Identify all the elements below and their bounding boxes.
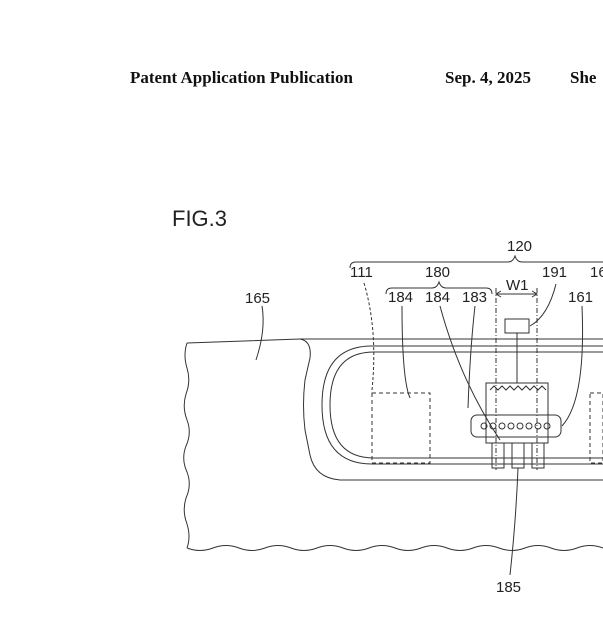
ref-184-b: 184	[425, 289, 450, 306]
leader-191	[529, 283, 557, 327]
ref-120: 120	[507, 238, 532, 255]
publication-type: Patent Application Publication	[130, 68, 353, 87]
leader-184-a	[401, 305, 411, 399]
ref-183: 183	[462, 289, 487, 306]
terminal-pin-3	[531, 442, 545, 469]
leader-183	[467, 305, 476, 409]
dashed-box-right	[589, 392, 603, 464]
antenna-connector-191	[504, 318, 530, 334]
coil-windings	[480, 422, 551, 430]
brace-120	[349, 254, 603, 269]
body-panel-165	[183, 338, 603, 551]
ref-161: 161	[568, 289, 593, 306]
brace-180	[385, 280, 493, 295]
publication-date: Sep. 4, 2025	[445, 68, 531, 87]
leader-184-b	[439, 305, 501, 441]
ref-111: 111	[350, 264, 373, 281]
sheet-label: She	[570, 68, 597, 87]
module-zigzag	[489, 385, 547, 391]
figure-label: FIG.3	[172, 206, 227, 231]
ref-16x: 16	[590, 264, 603, 281]
leader-161	[561, 305, 584, 427]
module-housing	[485, 382, 549, 444]
leader-165	[255, 305, 264, 361]
dashed-box-left	[371, 392, 431, 464]
leader-111	[363, 282, 375, 391]
handle-shell-inner	[329, 351, 603, 459]
ref-184-a: 184	[388, 289, 413, 306]
recess-outer	[299, 338, 603, 481]
handle-shell-outer	[321, 345, 603, 465]
ref-191: 191	[542, 264, 567, 281]
leader-185	[509, 467, 519, 576]
ref-165: 165	[245, 290, 270, 307]
dimension-w1: W1	[506, 277, 529, 294]
terminal-pin-1	[491, 442, 505, 469]
w1-arrowheads	[495, 290, 538, 298]
ref-180: 180	[425, 264, 450, 281]
coil-161	[470, 414, 562, 438]
ref-185: 185	[496, 579, 521, 596]
